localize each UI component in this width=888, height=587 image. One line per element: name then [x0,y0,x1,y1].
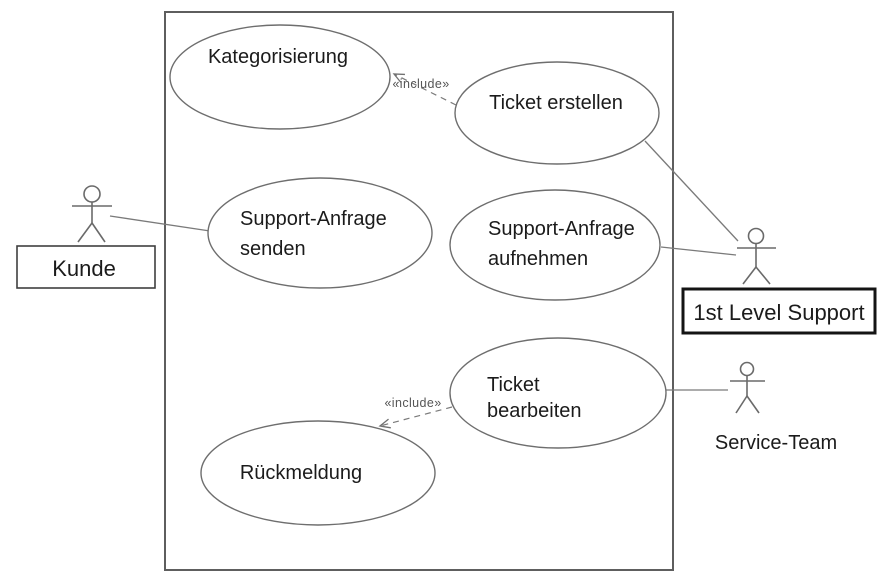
usecase-kategorisierung-ellipse [169,24,391,130]
actor-first-level-support-stick-figure [737,227,776,285]
actor-service-team-label: Service-Team [715,432,837,454]
usecase-support-anfrage-aufnehmen-label-line2: aufnehmen [488,248,588,270]
usecase-support-anfrage-senden-ellipse [207,177,433,289]
usecase-ticket-bearbeiten: Ticket bearbeiten [449,337,667,449]
actor-head [739,361,755,377]
association-kunde-support-anfrage-senden [109,215,211,232]
include-label-top: «include» [392,77,449,91]
actor-leg-left [77,222,93,243]
actor-kunde-label: Kunde [52,256,116,281]
usecase-kategorisierung-label: Kategorisierung [208,46,348,68]
include-label-bottom: «include» [384,396,441,410]
actor-leg-right [755,266,771,285]
usecase-ticket-bearbeiten-label-line2: bearbeiten [487,400,582,422]
actor-first-level-support-label: 1st Level Support [693,300,864,325]
system-boundary [164,11,674,571]
usecase-rueckmeldung: Rückmeldung [200,420,436,526]
usecase-rueckmeldung-label: Rückmeldung [240,462,362,484]
usecase-kategorisierung: Kategorisierung [169,24,391,130]
usecase-ticket-bearbeiten-ellipse [449,337,667,449]
actor-leg-right [746,395,760,414]
actor-leg-left [742,266,757,285]
actor-leg-right [91,222,106,243]
usecase-ticket-erstellen: Ticket erstellen [454,61,660,165]
usecase-support-anfrage-senden-label-line2: senden [240,238,306,260]
usecase-support-anfrage-aufnehmen-label-line1: Support-Anfrage [488,218,635,240]
actor-kunde: Kunde [16,185,156,289]
association-support-anfrage-aufnehmen-first-level-support [660,246,737,256]
usecase-support-anfrage-senden-label-line1: Support-Anfrage [240,208,387,230]
actor-service-team-stick-figure [730,361,765,414]
usecase-support-anfrage-aufnehmen-ellipse [449,189,661,301]
actor-first-level-support: 1st Level Support [681,227,877,335]
include-arrow-ticket-bearbeiten-rueckmeldung [380,406,453,426]
association-ticket-erstellen-first-level-support [644,140,739,242]
actor-kunde-label-box [16,245,156,289]
usecase-support-anfrage-aufnehmen: Support-Anfrage aufnehmen [449,189,661,301]
include-arrow-ticket-erstellen-kategorisierung [394,74,457,106]
actor-head [747,227,765,245]
actor-service-team: Service-Team [715,361,837,454]
usecase-rueckmeldung-ellipse [200,420,436,526]
usecase-ticket-erstellen-ellipse [454,61,660,165]
actor-kunde-stick-figure [72,185,112,243]
usecase-support-anfrage-senden: Support-Anfrage senden [207,177,433,289]
actor-head [83,185,101,203]
actor-leg-left [735,395,748,414]
actor-first-level-support-label-box [681,287,877,335]
usecase-ticket-bearbeiten-label-line1: Ticket [487,374,540,396]
usecase-ticket-erstellen-label: Ticket erstellen [489,92,623,114]
